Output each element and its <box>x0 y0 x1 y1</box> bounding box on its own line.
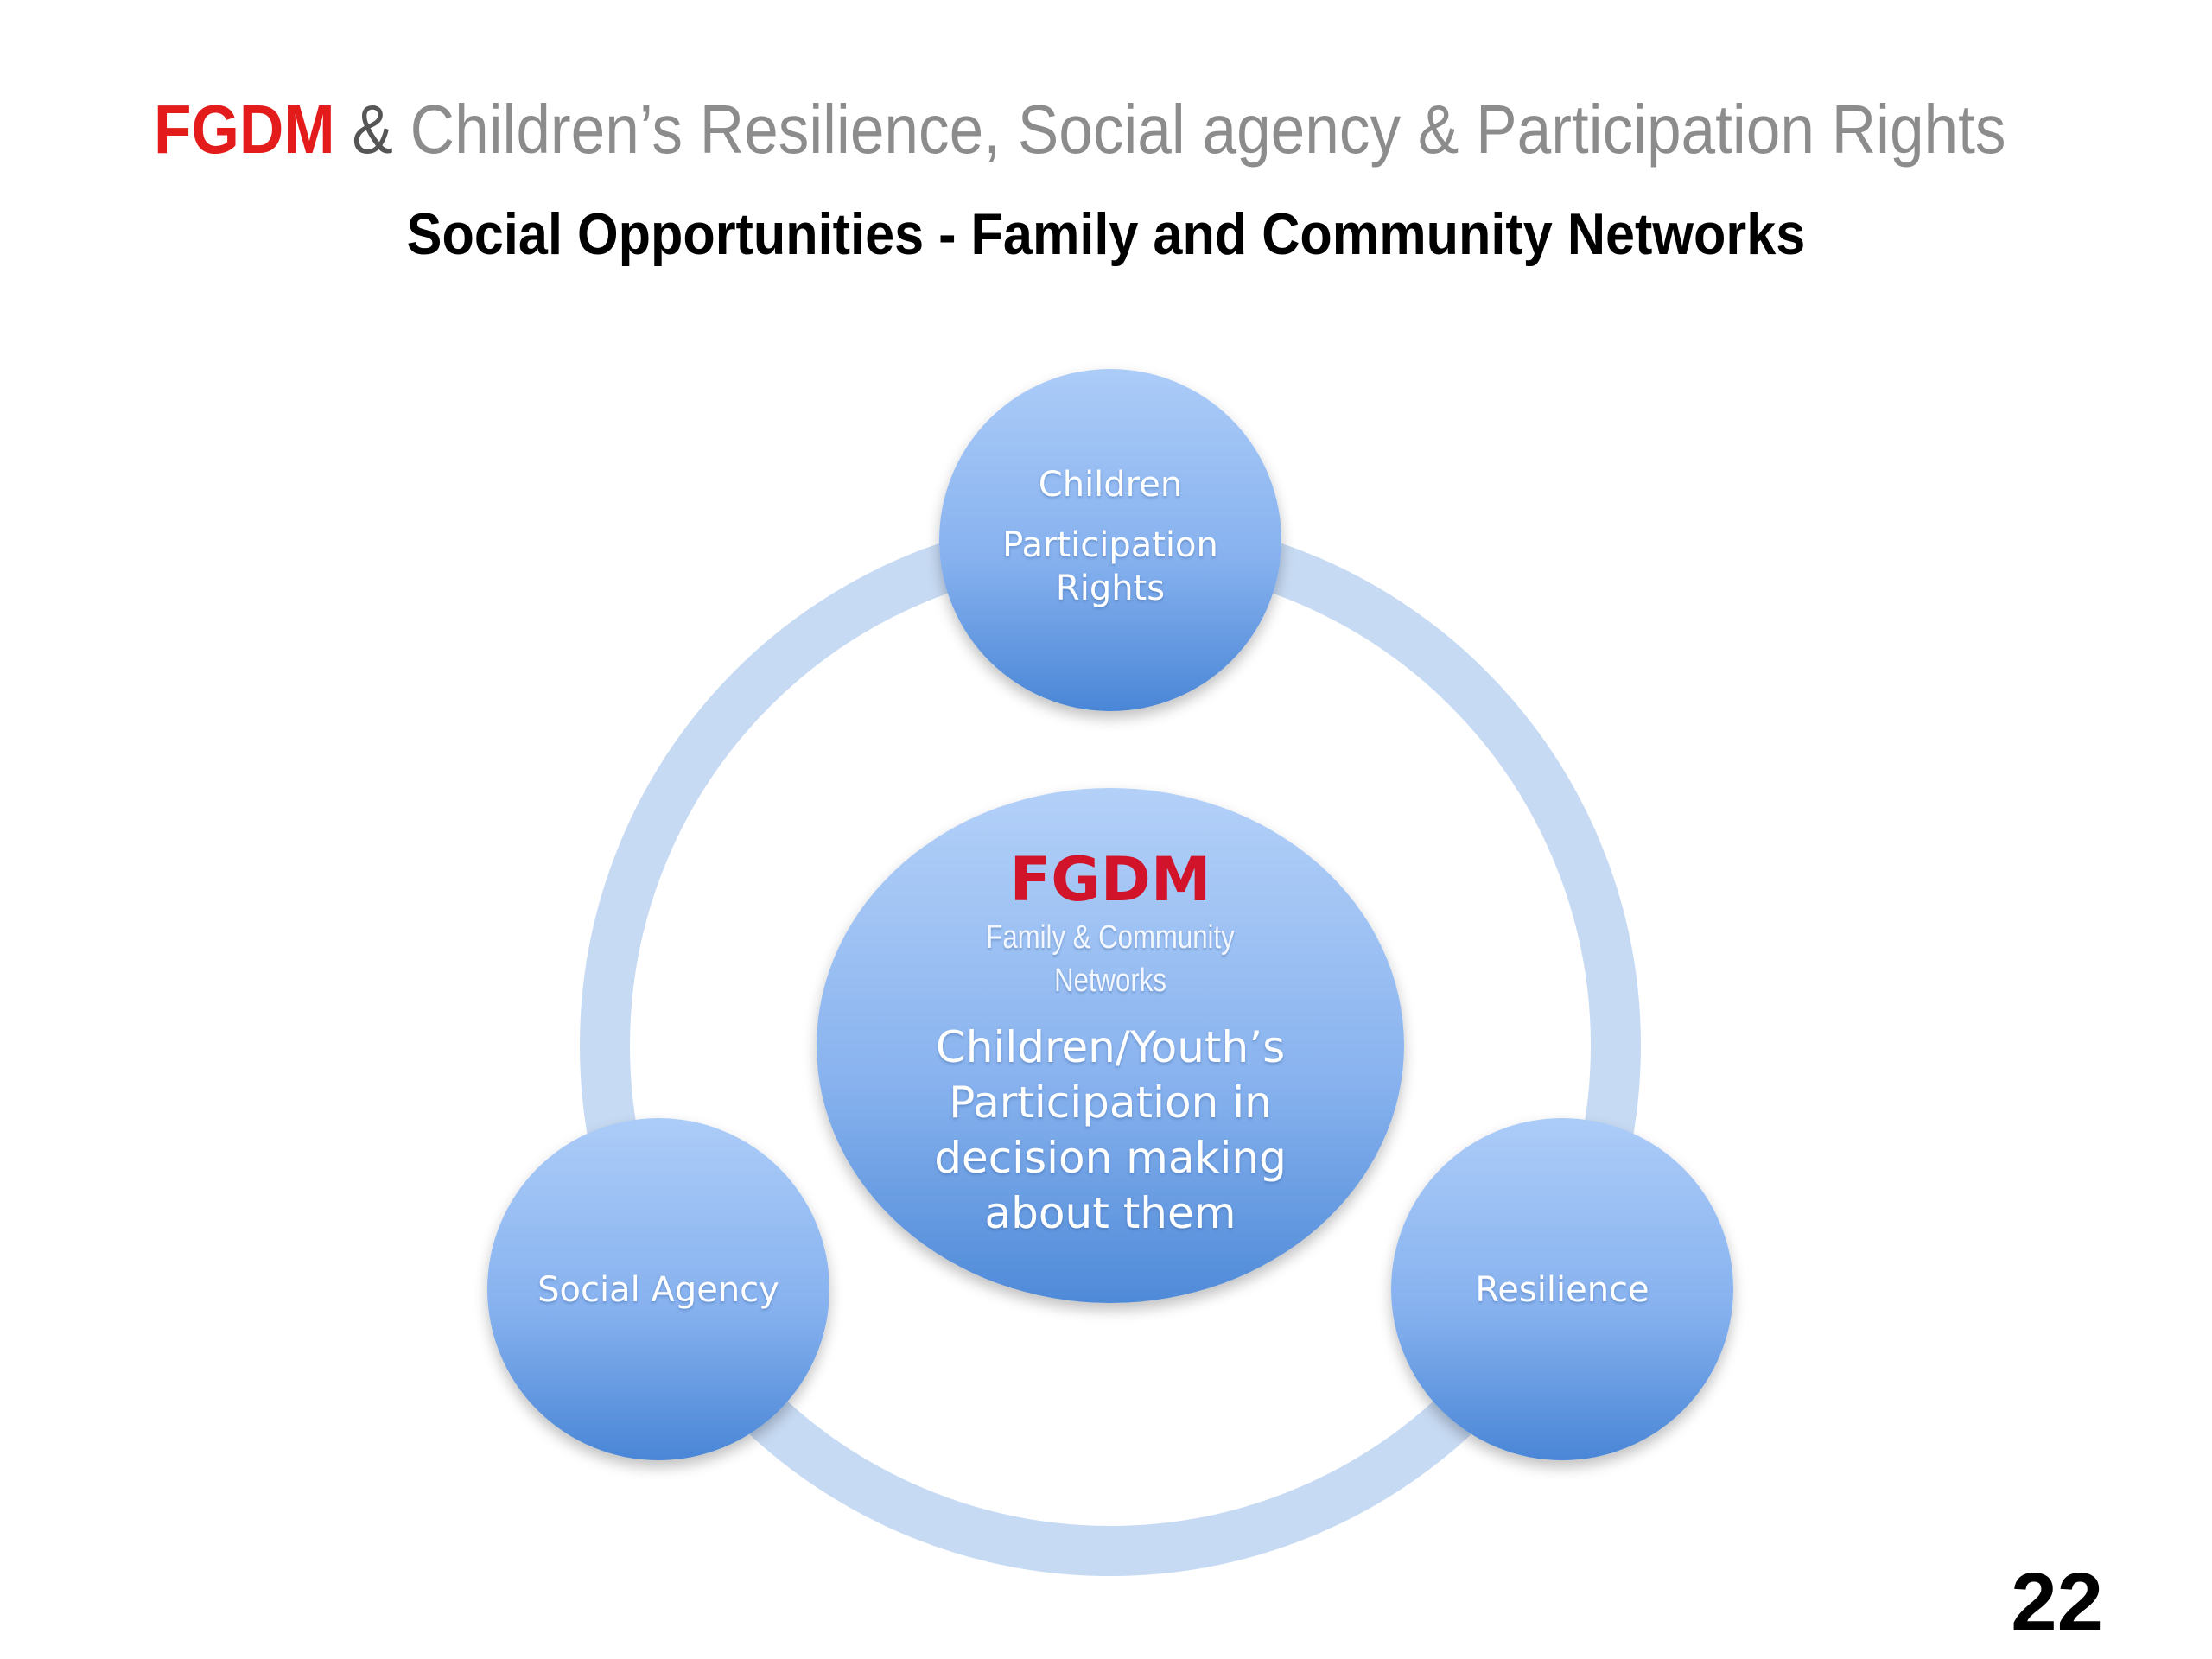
right-node <box>1391 1118 1733 1460</box>
center-body-3: decision making <box>934 1133 1287 1183</box>
left-node <box>487 1118 830 1460</box>
center-body-1: Children/Youth’s <box>935 1022 1286 1072</box>
slide-title: FGDM & Children’s Resilience, Social age… <box>154 86 2006 173</box>
title-brand: FGDM <box>154 91 335 168</box>
title-ampersand: & <box>352 91 393 168</box>
center-node-content: FGDM Family & Community Networks Childre… <box>851 843 1370 1241</box>
center-heading: FGDM <box>1009 844 1211 915</box>
top-node-line2: Participation <box>1002 525 1218 565</box>
right-node-label: Resilience <box>1475 1270 1649 1310</box>
slide-subtitle: Social Opportunities - Family and Commun… <box>406 201 1806 267</box>
center-node <box>817 788 1404 1303</box>
center-subheading-2: Networks <box>1054 963 1166 999</box>
center-body-4: about them <box>984 1188 1236 1238</box>
top-node-label: Children Participation Rights <box>938 463 1283 610</box>
top-node-line3: Rights <box>1055 569 1166 608</box>
top-node <box>939 369 1281 711</box>
top-node-line1: Children <box>1038 465 1183 505</box>
center-subheading-1: Family & Community <box>986 919 1235 956</box>
center-body-2: Participation in <box>949 1077 1272 1128</box>
title-rest: Children’s Resilience, Social agency & P… <box>410 91 2006 168</box>
page-number: 22 <box>2011 1556 2103 1649</box>
left-node-label: Social Agency <box>537 1270 779 1310</box>
